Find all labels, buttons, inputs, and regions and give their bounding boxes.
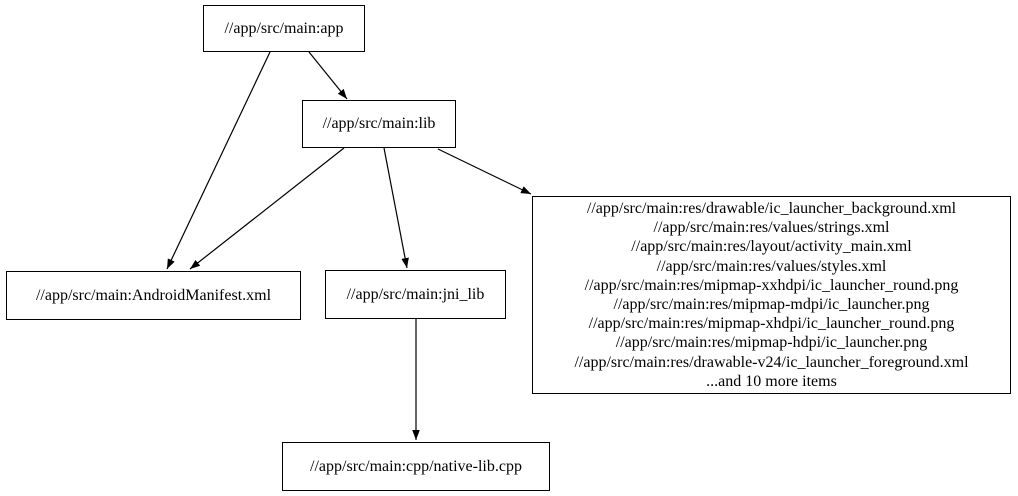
resource-line: //app/src/main:res/mipmap-hdpi/ic_launch… <box>615 334 928 352</box>
edge-lib-to-jni-lib <box>383 147 409 269</box>
resource-line: //app/src/main:res/mipmap-xxhdpi/ic_laun… <box>584 276 959 294</box>
edge-lib-to-manifest <box>189 147 345 270</box>
resource-line: //app/src/main:res/drawable/ic_launcher_… <box>586 199 957 217</box>
node-native-lib-cpp: //app/src/main:cpp/native-lib.cpp <box>282 442 550 491</box>
node-android-manifest-label: //app/src/main:AndroidManifest.xml <box>35 286 272 304</box>
edge-app-to-manifest <box>166 51 271 270</box>
resource-line: //app/src/main:res/values/strings.xml <box>653 219 890 237</box>
node-lib-label: //app/src/main:lib <box>322 115 436 133</box>
resource-line: //app/src/main:res/layout/activity_main.… <box>631 238 912 256</box>
node-native-lib-cpp-label: //app/src/main:cpp/native-lib.cpp <box>310 457 522 475</box>
resource-line: //app/src/main:res/values/styles.xml <box>656 257 887 275</box>
node-jni-lib: //app/src/main:jni_lib <box>325 270 506 319</box>
node-jni-lib-label: //app/src/main:jni_lib <box>346 285 485 303</box>
edge-app-to-lib <box>308 51 348 100</box>
node-app: //app/src/main:app <box>203 5 365 52</box>
edge-lib-to-resources <box>437 148 532 195</box>
node-lib: //app/src/main:lib <box>302 100 456 148</box>
resource-line-more-items: ...and 10 more items <box>706 372 837 390</box>
resource-line: //app/src/main:res/mipmap-mdpi/ic_launch… <box>613 296 930 313</box>
node-app-label: //app/src/main:app <box>224 19 344 37</box>
node-resources-group: //app/src/main:res/drawable/ic_launcher_… <box>532 196 1011 394</box>
resource-line: //app/src/main:res/drawable-v24/ic_launc… <box>574 353 969 371</box>
node-android-manifest: //app/src/main:AndroidManifest.xml <box>6 271 301 320</box>
resource-line: //app/src/main:res/mipmap-xhdpi/ic_launc… <box>588 315 955 333</box>
